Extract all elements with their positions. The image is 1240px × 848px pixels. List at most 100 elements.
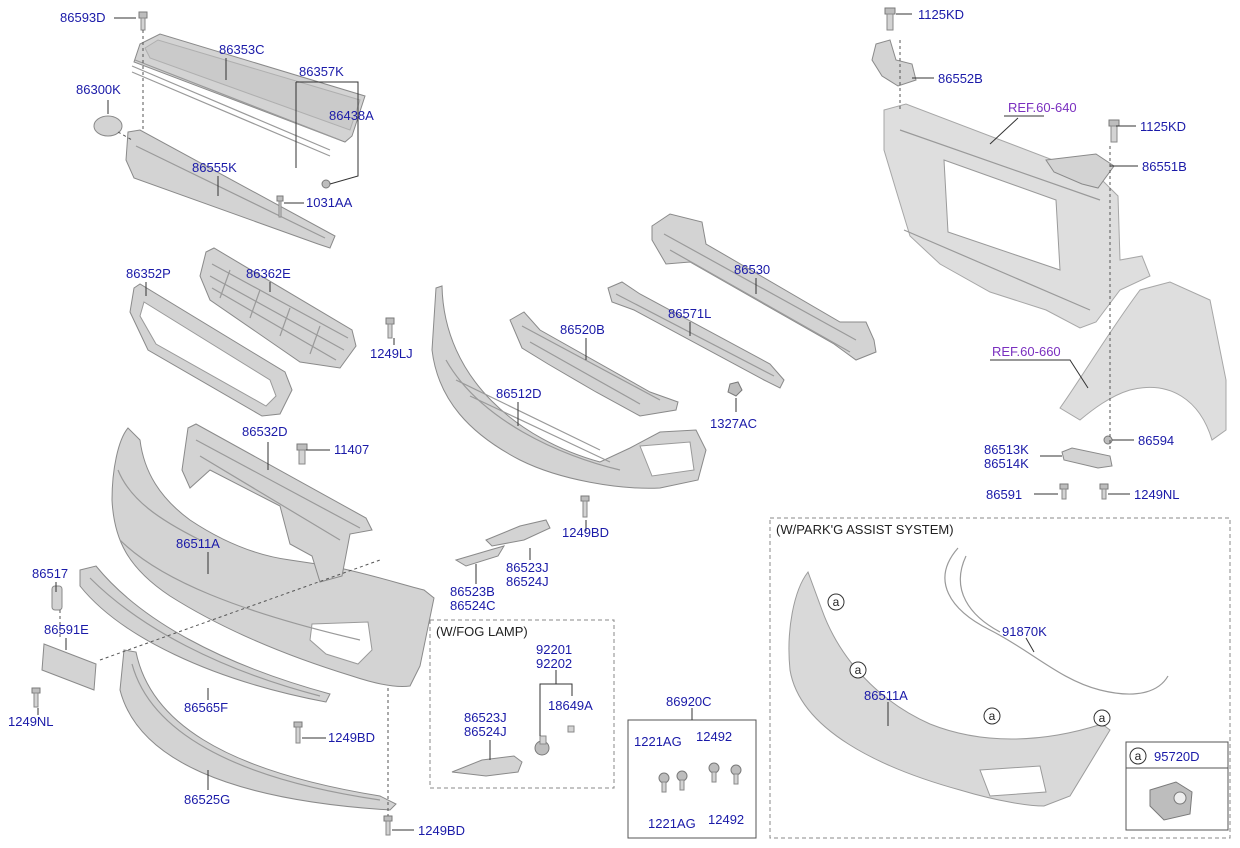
- label-12492-top: 12492: [696, 729, 732, 744]
- license-bracket-86591e: [41, 643, 97, 691]
- fog-lamp-92201: [534, 735, 550, 756]
- skid-plate-86525g: [119, 649, 397, 811]
- svg-text:a: a: [1135, 749, 1142, 763]
- fog-garnish-86523j: [451, 755, 523, 777]
- svg-text:a: a: [989, 709, 996, 723]
- fog-lamp-box: [429, 619, 615, 789]
- marker-a-3: a: [983, 707, 1001, 725]
- sensor-box: [1125, 741, 1229, 831]
- nut-86594: [1103, 435, 1113, 445]
- label-86511a-park: 86511A: [864, 688, 908, 703]
- label-86512d: 86512D: [496, 386, 542, 401]
- carrier-panel: [883, 103, 1151, 329]
- label-86525g: 86525G: [184, 792, 230, 807]
- label-86523j-fog: 86523J: [464, 710, 507, 725]
- svg-text:a: a: [833, 595, 840, 609]
- screw-1249nl-left: [31, 687, 41, 708]
- label-1249lj: 1249LJ: [370, 346, 413, 361]
- wiring-91870k: [944, 547, 1169, 695]
- ref-60-640: REF.60-640: [1008, 100, 1077, 115]
- screw-1249bd-bottom: [383, 815, 393, 836]
- label-86523j-center: 86523J: [506, 560, 549, 575]
- dashed-lines: [59, 30, 1111, 816]
- screw-1249nl-right: [1099, 483, 1109, 500]
- label-86353c: 86353C: [219, 42, 265, 57]
- label-86920c: 86920C: [666, 694, 712, 709]
- bracket-86513k: [1061, 447, 1113, 469]
- label-95720d: 95720D: [1154, 749, 1200, 764]
- label-18649a: 18649A: [548, 698, 593, 713]
- radiator-grille-86362e: [199, 247, 357, 369]
- bolt-1125kd-top: [884, 7, 896, 31]
- bracket-86517: [51, 585, 63, 611]
- absorber-86520b: [509, 311, 679, 417]
- label-86530: 86530: [734, 262, 770, 277]
- label-86524j-center: 86524J: [506, 574, 549, 589]
- label-1327ac: 1327AC: [710, 416, 757, 431]
- emblem-86300k: [93, 115, 123, 137]
- label-86352p: 86352P: [126, 266, 171, 281]
- label-1031aa: 1031AA: [306, 195, 353, 210]
- label-12492-bottom: 12492: [708, 812, 744, 827]
- label-1125kd-mid: 1125KD: [1140, 119, 1186, 134]
- label-86593d: 86593D: [60, 10, 106, 25]
- sensor-95720d: [1149, 781, 1193, 821]
- label-1221ag-top: 1221AG: [634, 734, 682, 749]
- nut-1327ac: [727, 381, 743, 397]
- label-86523b: 86523B: [450, 584, 495, 599]
- bolt-1125kd-mid: [1108, 119, 1120, 143]
- label-86594: 86594: [1138, 433, 1174, 448]
- label-86438a: 86438A: [329, 108, 374, 123]
- label-86362e: 86362E: [246, 266, 291, 281]
- grille-surround-86352p: [129, 283, 293, 417]
- label-86571l: 86571L: [668, 306, 711, 321]
- screw-12492-a: [708, 762, 720, 783]
- label-92201: 92201: [536, 642, 572, 657]
- label-86517: 86517: [32, 566, 68, 581]
- lower-grille-86512d: [431, 285, 707, 489]
- park-bumper-86511a: [788, 570, 1111, 807]
- absorber-bracket-86532d: [181, 423, 373, 583]
- label-1249bd-center: 1249BD: [562, 525, 609, 540]
- clip-1221ag-b: [676, 770, 688, 791]
- bracket-86551b: [1045, 153, 1115, 189]
- label-1249bd-mid: 1249BD: [328, 730, 375, 745]
- label-86300k: 86300K: [76, 82, 121, 97]
- label-86555k: 86555K: [192, 160, 237, 175]
- bracket-86571l: [607, 281, 785, 389]
- clip-86438a: [321, 179, 331, 189]
- bulb-18649a: [567, 725, 575, 733]
- bolt-86593d: [138, 11, 148, 31]
- label-11407: 11407: [334, 442, 369, 457]
- label-86552b: 86552B: [938, 71, 983, 86]
- svg-text:a: a: [1099, 711, 1106, 725]
- screw-1249bd-center: [580, 495, 590, 518]
- garnish-86523j: [485, 519, 551, 547]
- label-86524c: 86524C: [450, 598, 496, 613]
- screw-86591: [1059, 483, 1069, 500]
- fog-box-title: (W/FOG LAMP): [436, 624, 528, 639]
- bolt-11407: [296, 443, 308, 465]
- label-1125kd-top: 1125KD: [918, 7, 964, 22]
- label-1221ag-bottom: 1221AG: [648, 816, 696, 831]
- screw-12492-b: [730, 764, 742, 785]
- leader-lines: [37, 13, 1138, 831]
- lip-86565f: [79, 565, 331, 703]
- label-86513k: 86513K: [984, 442, 1029, 457]
- park-box-title: (W/PARK'G ASSIST SYSTEM): [776, 522, 954, 537]
- label-86591e: 86591E: [44, 622, 89, 637]
- label-86551b: 86551B: [1142, 159, 1187, 174]
- screw-1249bd-mid: [293, 721, 303, 744]
- screw-1031aa: [276, 195, 284, 218]
- marker-a-legend: a: [1129, 747, 1147, 765]
- marker-a-4: a: [1093, 709, 1111, 727]
- seal-strip-86357k: [131, 65, 331, 157]
- beam-86530: [651, 213, 877, 361]
- clip-1221ag-a: [658, 772, 670, 793]
- marker-a-2: a: [849, 661, 867, 679]
- label-92202: 92202: [536, 656, 572, 671]
- label-86565f: 86565F: [184, 700, 228, 715]
- label-86357k: 86357K: [299, 64, 344, 79]
- upper-cover-86353c: [133, 33, 366, 143]
